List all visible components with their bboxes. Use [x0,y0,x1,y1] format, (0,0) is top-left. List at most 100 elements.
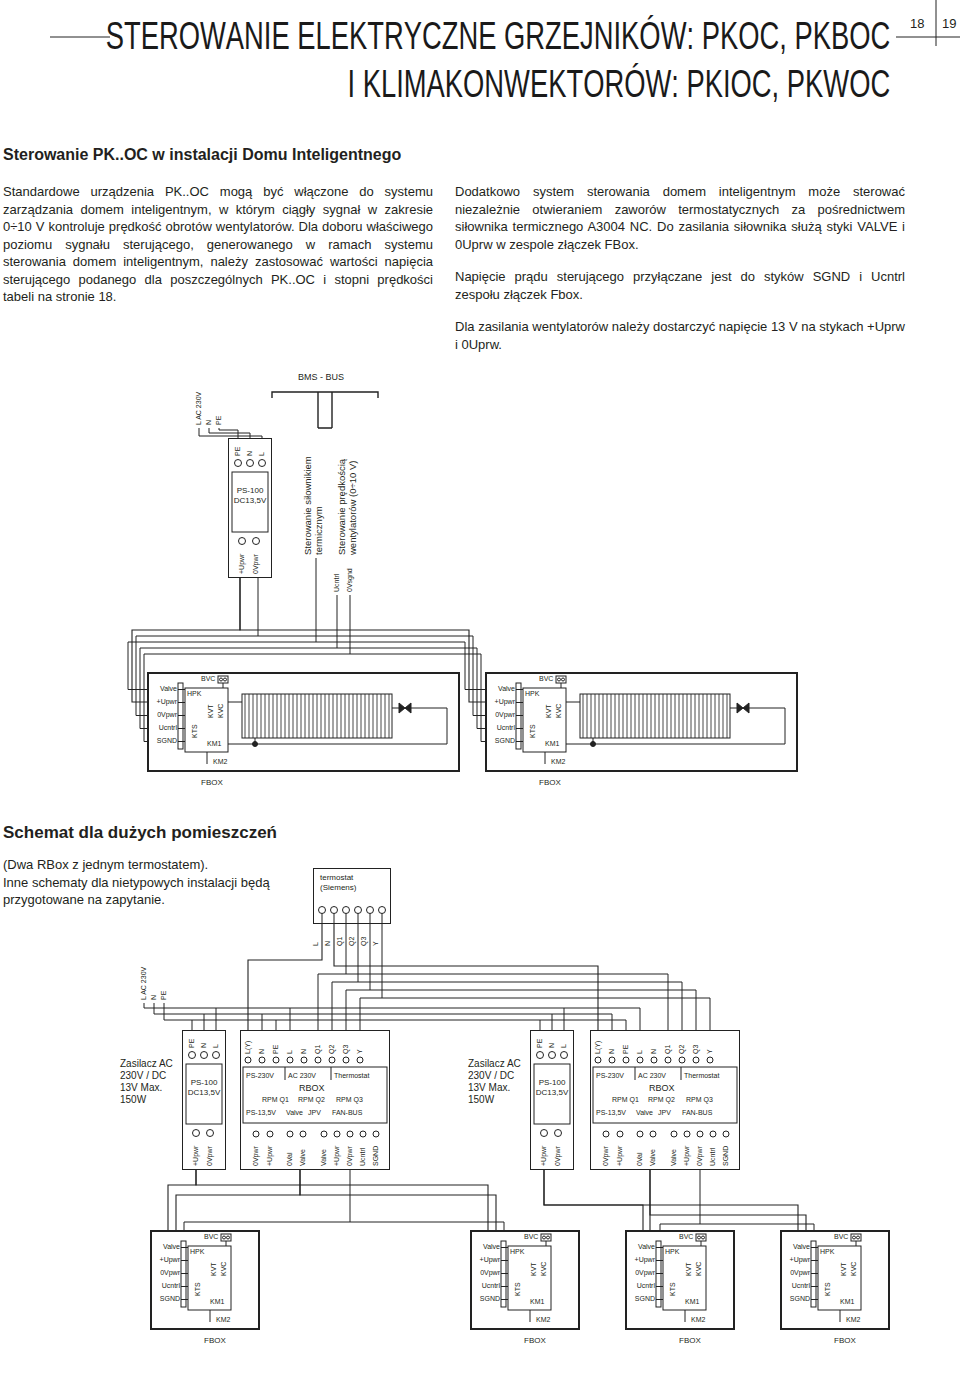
node-label: FBOX [524,1336,546,1346]
component-label: KM1 [545,740,559,749]
component-label: BVC [524,1233,538,1242]
terminal-label: SGND [480,1295,500,1304]
terminal-label: Valve [498,685,515,694]
module-label: JPV [308,1109,321,1118]
terminal-label: 0Vpwr [206,1146,214,1166]
terminal-label: +Upwr [157,698,177,707]
terminal-label: N [246,451,254,456]
terminal-label: Ucntrl [497,724,515,733]
terminal-label: Q1 [314,1045,322,1054]
terminal-label: L [636,1050,644,1054]
component-label: KM1 [210,1298,224,1307]
module-label: AC 230V [638,1072,666,1081]
terminal-label: N [258,1049,266,1054]
terminal-label: Ucntrl [482,1282,500,1291]
module-label: RPM Q2 [298,1096,325,1105]
terminal-label: Valve [299,1149,307,1166]
terminal-label: +Upwr [480,1256,500,1265]
terminal-label: 0Vpwr [602,1146,610,1166]
terminal-label: N [300,1049,308,1054]
component-label: KVT [530,1262,538,1276]
wire-connector [334,924,598,1030]
bus-symbol [272,392,378,428]
terminal-label: +Upwr [266,1146,274,1166]
component-label: KM2 [846,1316,860,1325]
node-label: RBOX [649,1083,675,1094]
terminal-label: Q2 [348,937,356,946]
terminal-label: 0Vpwr [635,1269,655,1278]
terminal-label: Valve [793,1243,810,1252]
terminal-label: N [205,420,213,425]
wire-connector [168,1170,196,1230]
terminal-label: L AC 230V [195,392,203,425]
signal-note: Sterowanie prędkością wentylatorów (0÷10… [337,443,359,555]
terminal [367,907,374,914]
wire-connector [544,1170,798,1230]
terminal-label: 0Vpwr [252,554,260,574]
mains-wires [144,1003,640,1030]
terminal-label: Ucntrl [162,1282,180,1291]
power-supply-box: PS-100 DC13,5V [530,1030,574,1170]
terminal-label: L(Y) [594,1041,602,1054]
module-label: Thermostat [334,1072,369,1081]
signal-note: Sterowanie siłownikiem termicznym [303,443,325,555]
module-label: PS-230V [246,1072,274,1081]
fbox-terminal-box: FBOX [780,1230,890,1330]
note-text: (Dwa RBox z jednym termostatem). [3,857,208,873]
node-label: PS-100 DC13,5V [183,1078,225,1098]
terminal-label: 0Val [286,1153,294,1167]
terminal-label: PE [234,447,242,456]
terminal-label: L [286,1050,294,1054]
terminal-label: +Upwr [616,1146,624,1166]
radiator-symbol [228,694,447,747]
terminal-label: +Upwr [683,1146,691,1166]
terminal-label: Q3 [360,937,368,946]
terminal-label: Valve [638,1243,655,1252]
component-label: HPK [187,690,201,699]
section-heading: Sterowanie PK..OC w instalacji Domu Inte… [3,145,401,165]
terminal-label: PE [215,416,223,425]
terminal-label: L AC 230V [140,967,148,1000]
component-label: HPK [190,1248,204,1257]
component-label: KVC [555,704,563,718]
radiator-symbol [566,694,785,747]
terminal-label: +Upwr [540,1146,548,1166]
terminal-label: Ucntrl [359,1148,367,1166]
wire-connector [544,1170,643,1230]
terminal-lead [322,914,382,925]
terminal-label: 0Vsgnd [346,568,354,592]
wire-connector [240,578,485,702]
component-label: KM1 [685,1298,699,1307]
node-label: PS-100 DC13,5V [531,1078,573,1098]
terminal-label: 0Vpwr [160,1269,180,1278]
component-label: KVC [850,1262,858,1276]
wire-connector [650,1170,806,1230]
node-label: FBOX [204,1336,226,1346]
terminal-label: PE [622,1045,630,1054]
paragraph: Dla zasilania wentylatorów należy dostar… [455,318,905,353]
component-label: KM2 [551,758,565,767]
terminal-label: Q3 [692,1045,700,1054]
terminal-label: N [650,1049,658,1054]
terminal-label: SGND [160,1295,180,1304]
terminal-label: Valve [670,1149,678,1166]
wire-connector [300,1170,496,1230]
fbox-internals [811,1234,861,1322]
component-label: BVC [679,1233,693,1242]
thermostat-box: termostat (Siemens) [313,868,391,924]
terminal-label: N [608,1049,616,1054]
component-label: KVC [540,1262,548,1276]
terminal-label: Q1 [664,1045,672,1054]
terminal-label: Valve [649,1149,657,1166]
terminal-label: Valve [163,1243,180,1252]
component-label: BVC [201,675,215,684]
component-label: KTS [824,1282,832,1296]
note-text: Inne schematy dla nietypowych instalacji… [3,874,273,908]
node-label: FBOX [834,1336,856,1346]
rbox-controller: RBOX [590,1030,740,1170]
signal-wires [184,1170,814,1230]
component-label: KTS [514,1282,522,1296]
module-label: FAN-BUS [682,1109,712,1118]
component-label: KVT [210,1262,218,1276]
terminal-label: 0Vpwr [495,711,515,720]
